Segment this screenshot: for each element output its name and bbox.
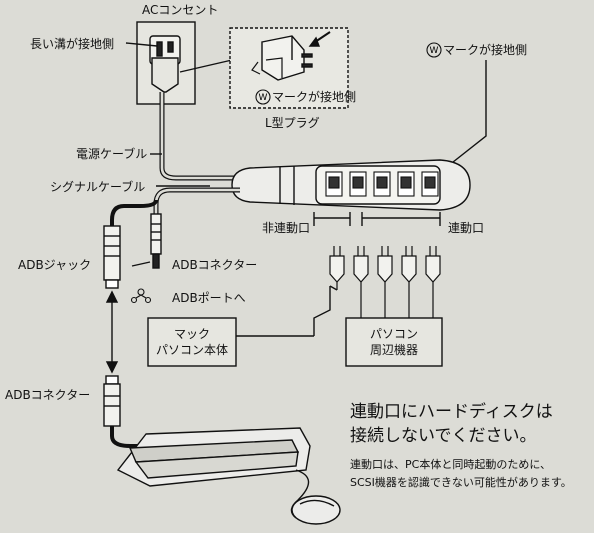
notice-body-2: SCSI機器を認識できない可能性があります。 — [350, 476, 572, 489]
non-linked-port-label: 非連動口 — [262, 221, 311, 235]
strip-outlets — [325, 171, 439, 197]
w-mark-plug-label: マークが接地側 — [272, 90, 357, 104]
long-slot-ground-label: 長い溝が接地側 — [30, 37, 115, 51]
double-arrow — [105, 290, 119, 374]
power-cable-label: 電源ケーブル — [76, 147, 148, 161]
l-plug-drawing — [251, 35, 313, 81]
peripherals-box — [345, 317, 443, 367]
adb-connector-bottom — [105, 375, 119, 385]
outlet-cable — [159, 92, 240, 181]
adb-connector-top — [150, 213, 162, 255]
adb-jack-label: ADBジャック — [18, 258, 92, 272]
w-mark-icons: W W — [255, 42, 442, 105]
mac-body-box — [147, 317, 237, 367]
outlet-plug — [151, 57, 179, 93]
mouse — [291, 495, 341, 525]
notice-headline-2: 接続しないでください。 — [350, 426, 537, 446]
svg-text:W: W — [430, 46, 439, 56]
notice-body-1: 連動口は、PC本体と同時起動のために、 — [350, 458, 551, 471]
signal-cable-label: シグナルケーブル — [50, 180, 146, 194]
peripherals-label: パソコン 周辺機器 — [369, 327, 418, 357]
adb-connector-top-label: ADBコネクター — [172, 258, 258, 272]
power-strip — [231, 159, 471, 211]
signal-cable — [153, 187, 240, 214]
l-plug-label: L型プラグ — [265, 116, 320, 130]
ac-outlet-label: ACコンセント — [142, 3, 219, 17]
arrow-icon — [308, 31, 331, 47]
keyboard — [116, 427, 311, 487]
strip-plugs — [329, 246, 441, 318]
w-mark-strip-label: マークが接地側 — [443, 43, 528, 57]
linked-port-label: 連動口 — [448, 221, 485, 235]
notice-headline-1: 連動口にハードディスクは — [350, 402, 553, 422]
adb-connector-bottom-label: ADBコネクター — [5, 388, 91, 402]
adb-port-label: ADBポートへ — [172, 291, 246, 305]
mac-body-label: マック パソコン本体 — [155, 327, 228, 357]
adb-jack — [103, 225, 121, 281]
svg-text:W: W — [259, 93, 268, 103]
adb-port-icon — [130, 288, 152, 304]
